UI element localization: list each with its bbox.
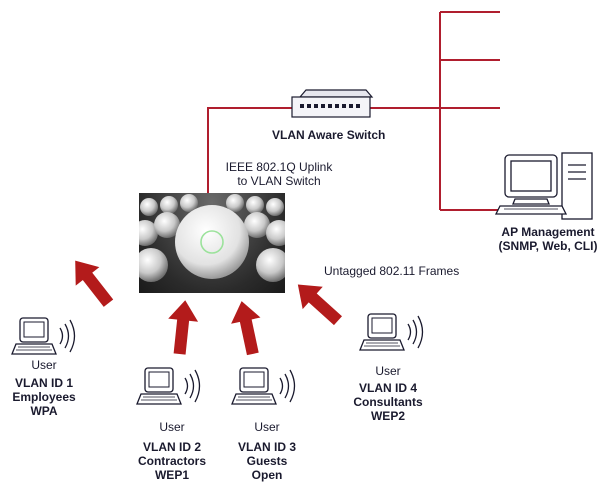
arrow-client-3 — [231, 301, 261, 356]
client-4-security: WEP2 — [370, 409, 405, 423]
client-4-group: Consultants — [353, 395, 423, 409]
management-subtitle: (SNMP, Web, CLI) — [498, 239, 598, 253]
client-3-security: Open — [251, 468, 283, 482]
uplink-label-line-2: to VLAN Switch — [237, 174, 321, 188]
uplink-label-line-1: IEEE 802.1Q Uplink — [225, 160, 333, 174]
client-1-vlan: VLAN ID 1 — [14, 376, 73, 390]
client-2-vlan: VLAN ID 2 — [142, 440, 201, 454]
client-2-group: Contractors — [137, 454, 206, 468]
access-point-photo — [139, 193, 285, 293]
vlan-switch-icon — [291, 89, 374, 118]
client-2-label: VLAN ID 2 Contractors WEP1 — [117, 440, 227, 482]
laptop-icon-3 — [231, 367, 296, 405]
management-label: AP Management (SNMP, Web, CLI) — [493, 225, 603, 253]
access-point-icon — [139, 194, 285, 282]
client-3-user-label: User — [254, 420, 280, 434]
client-4-vlan: VLAN ID 4 — [358, 381, 417, 395]
uplink-cable — [207, 107, 292, 193]
laptop-icon-1 — [11, 317, 76, 355]
client-4-user-label: User — [375, 364, 401, 378]
client-2-user-label: User — [159, 420, 185, 434]
management-title: AP Management — [501, 225, 595, 239]
client-1-security: WPA — [30, 404, 58, 418]
arrow-client-1 — [75, 260, 114, 307]
client-1-group: Employees — [12, 390, 76, 404]
arrow-client-2 — [168, 300, 199, 355]
client-3-group: Guests — [246, 454, 288, 468]
client-1-label: VLAN ID 1 Employees WPA — [0, 376, 99, 418]
client-2-security: WEP1 — [154, 468, 189, 482]
traffic-arrows — [75, 260, 342, 356]
frames-label: Untagged 802.11 Frames — [324, 264, 460, 278]
client-3-vlan: VLAN ID 3 — [237, 440, 296, 454]
client-4-label: VLAN ID 4 Consultants WEP2 — [333, 381, 443, 423]
client-1-user-label: User — [31, 358, 57, 372]
uplink-label: IEEE 802.1Q Uplink to VLAN Switch — [214, 160, 344, 188]
laptop-icon-2 — [136, 367, 201, 405]
client-3-label: VLAN ID 3 Guests Open — [212, 440, 322, 482]
laptop-icon-4 — [359, 313, 424, 351]
management-computer-icon — [494, 152, 593, 220]
arrow-client-4 — [297, 284, 342, 326]
switch-label: VLAN Aware Switch — [272, 128, 386, 142]
